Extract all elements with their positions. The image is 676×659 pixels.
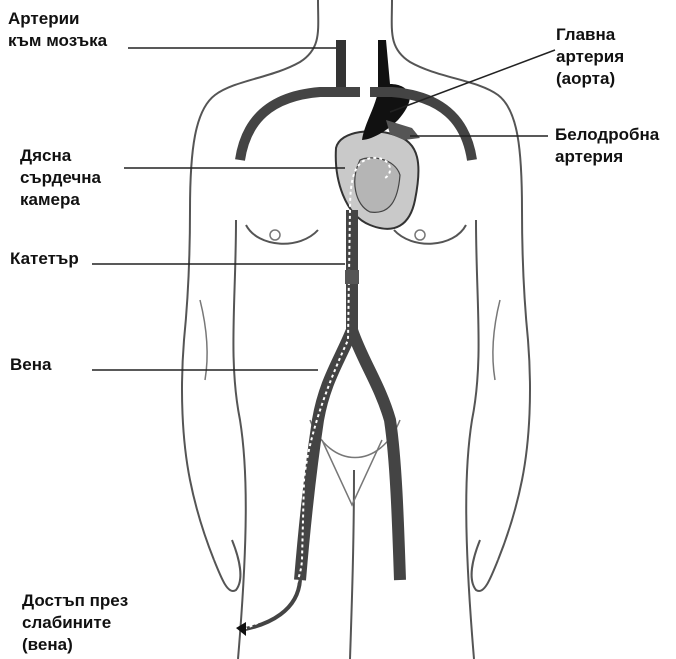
label-line: Белодробна [555,124,659,146]
groin-vein [240,580,300,630]
label-line: (аорта) [556,68,624,90]
label-vein: Вена [10,354,51,376]
label-line: Артерии [8,8,107,30]
label-pulmonary-artery: Белодробна артерия [555,124,659,168]
left-iliac-vein [352,330,400,580]
label-right-ventricle: Дясна сърдечна камера [20,145,101,211]
label-aorta: Главна артерия (аорта) [556,24,624,90]
label-line: камера [20,189,101,211]
inferior-vena-cava [300,210,352,580]
label-groin-access: Достъп през слабините (вена) [22,590,128,656]
catheter-junction [345,270,359,284]
label-line: слабините [22,612,128,634]
catheter-line [244,158,390,629]
carotid-shape [336,40,346,92]
label-catheter: Катетър [10,248,79,270]
label-line: Главна [556,24,624,46]
label-line: Дясна [20,145,101,167]
label-line: към мозъка [8,30,107,52]
label-brain-arteries: Артерии към мозъка [8,8,107,52]
label-line: сърдечна [20,167,101,189]
label-line: Достъп през [22,590,128,612]
label-line: Вена [10,354,51,376]
label-line: артерия [556,46,624,68]
label-line: артерия [555,146,659,168]
label-line: Катетър [10,248,79,270]
label-line: (вена) [22,634,128,656]
